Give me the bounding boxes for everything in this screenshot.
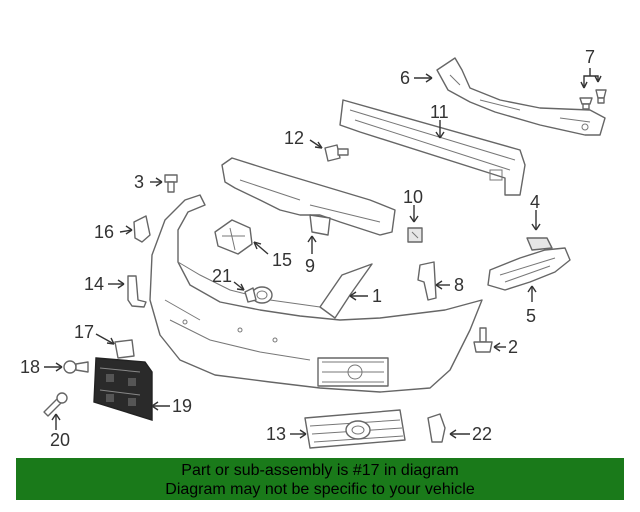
callout-leaders [44, 68, 602, 439]
part-5-side-bracket [487, 247, 571, 291]
part-11-impact-bar [339, 99, 526, 196]
part-18-screw [63, 360, 89, 374]
part-9-upper-bracket [221, 157, 396, 236]
callout-14: 14 [84, 274, 104, 294]
part-10-clip [407, 227, 423, 243]
part-3-bolt [164, 174, 178, 193]
part-1-bumper-fascia [149, 194, 483, 393]
part-7-clips [579, 89, 607, 110]
callout-10: 10 [403, 187, 423, 207]
callout-12: 12 [284, 128, 304, 148]
callout-11: 11 [430, 102, 449, 122]
callout-5: 5 [526, 306, 536, 326]
parts-diagram: 6 7 11 12 3 10 4 16 15 9 8 21 1 14 5 2 1… [20, 47, 607, 450]
part-20-rivet [43, 392, 68, 417]
banner-line-disclaimer: Diagram may not be specific to your vehi… [165, 481, 475, 498]
part-19-clip [114, 339, 135, 359]
callout-13: 13 [266, 424, 286, 444]
part-8-bracket [417, 261, 437, 301]
part-16-bracket [133, 215, 151, 243]
callout-19: 17 [74, 322, 94, 342]
callout-2: 2 [508, 337, 518, 357]
part-15-sensor-bracket [214, 219, 253, 255]
callout-18: 18 [20, 357, 40, 377]
part-6-upper-rail [436, 57, 606, 136]
callout-7: 7 [585, 47, 595, 67]
callout-8: 8 [454, 275, 464, 295]
part-22-socket [427, 413, 446, 443]
part-info-banner: Part or sub-assembly is #17 in diagram D… [16, 458, 624, 500]
callout-1: 1 [372, 286, 382, 306]
callout-labels: 6 7 11 12 3 10 4 16 15 9 8 21 1 14 5 2 1… [20, 47, 595, 450]
callout-9: 9 [305, 256, 315, 276]
part-12-bolt [324, 144, 349, 162]
part-21-sensor [244, 286, 273, 304]
part-14-bracket [127, 275, 147, 308]
callout-4: 4 [530, 192, 540, 212]
callout-21: 21 [212, 266, 232, 286]
part-17-license-bracket [93, 357, 153, 421]
banner-line-part: Part or sub-assembly is #17 in diagram [181, 462, 459, 479]
callout-22: 22 [472, 424, 492, 444]
callout-17: 19 [172, 396, 192, 416]
callout-15: 15 [272, 250, 292, 270]
callout-6: 6 [400, 68, 410, 88]
part-2-bolt [473, 327, 493, 353]
part-4-clip-nut [526, 237, 553, 251]
part-13-fog-grille [304, 409, 406, 449]
callout-20: 20 [50, 430, 70, 450]
callout-3: 3 [134, 172, 144, 192]
callout-16: 16 [94, 222, 114, 242]
